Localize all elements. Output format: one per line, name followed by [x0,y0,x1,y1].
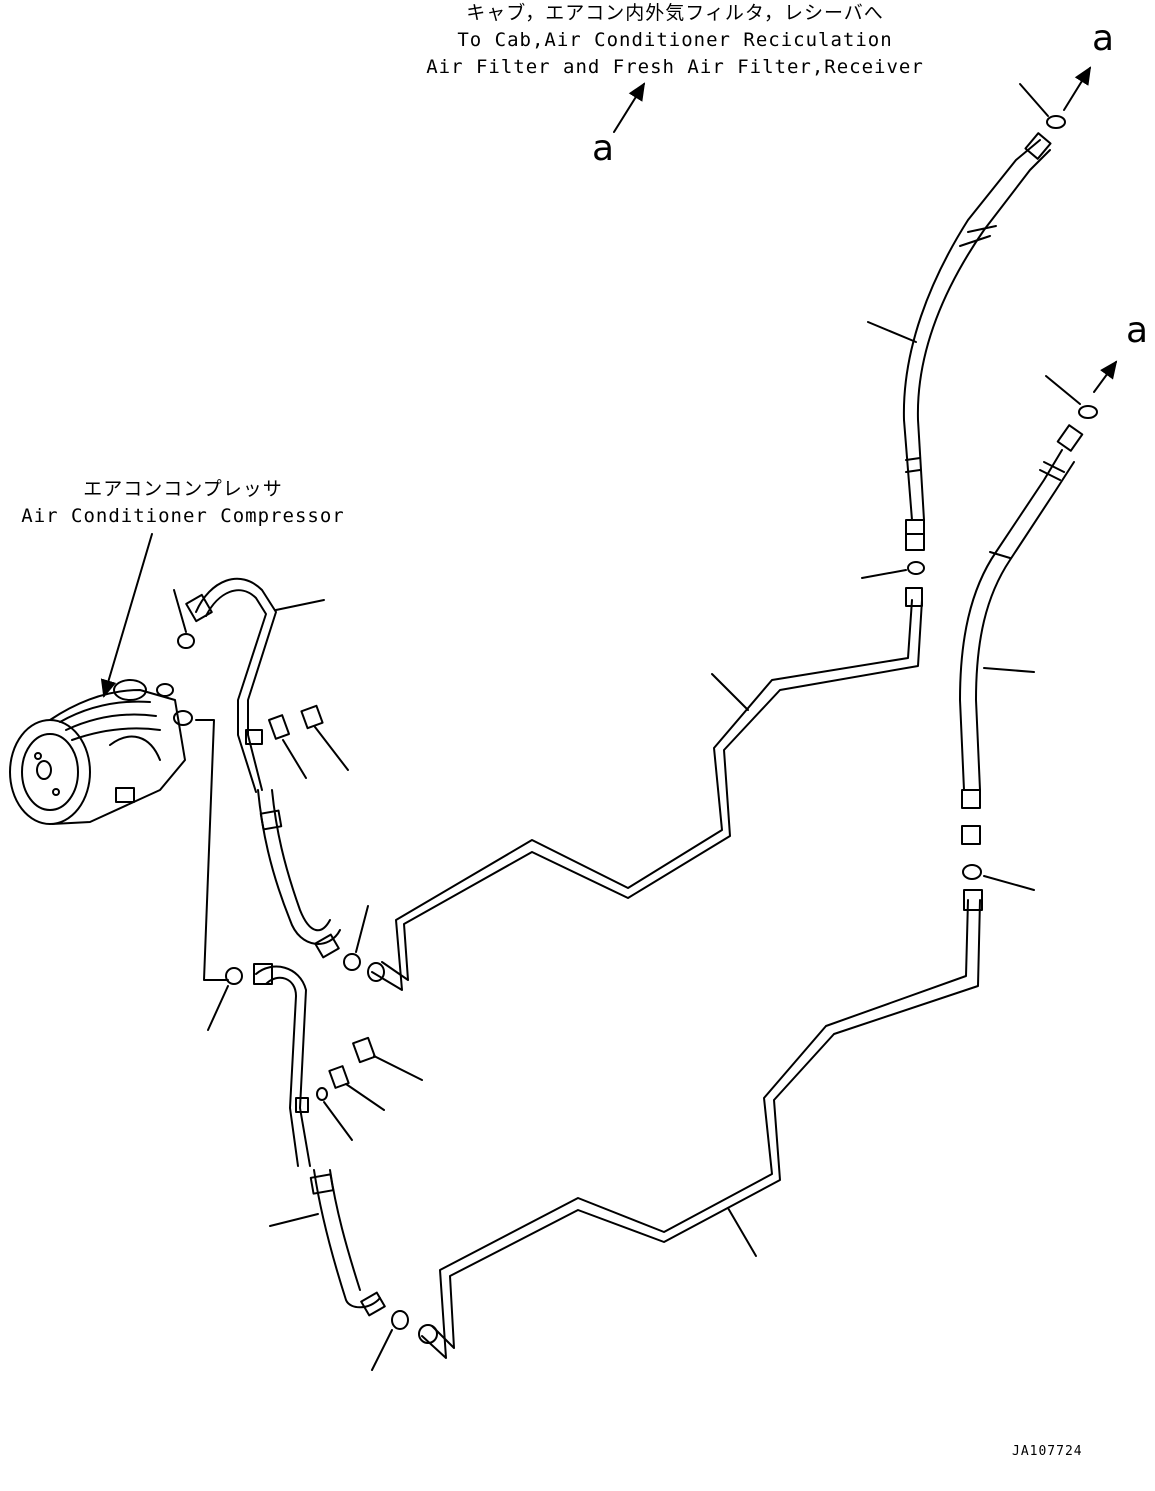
callout-a-right: a [1126,310,1149,351]
o-ring-3 [1046,115,1066,129]
discharge-pipe-lower [418,889,983,1359]
discharge-pipe-upper [367,599,923,991]
leader-upper-pipe [711,673,749,711]
o-ring-6 [962,864,982,880]
fitting-lower [316,1036,423,1141]
o-ring-5 [1078,405,1098,419]
drawing-number: JA107724 [1012,1444,1083,1459]
o-ring-2 [343,953,361,971]
leader-upper-right-hose [867,321,917,343]
suction-hose-lower [253,963,386,1317]
arrow-a-right [1093,360,1118,393]
leader-right-hose [983,667,1035,673]
leader-upper-hose [275,599,325,611]
leader-lower-pipe [727,1207,757,1257]
callout-a-top-right: a [1092,18,1115,59]
destination-label-jp: キャブ，エアコン内外気フィルタ，レシーバへ [466,2,884,24]
o-ring-1 [177,633,195,649]
hose-upper-right [902,132,1052,551]
arrow-a-center [613,82,646,133]
suction-hose-upper [185,578,341,959]
compressor-leader-arrow [100,533,153,698]
destination-label: キャブ，エアコン内外気フィルタ，レシーバへ To Cab,Air Conditi… [420,0,930,81]
hose-right [959,424,1084,845]
destination-label-en-line2: Air Filter and Fresh Air Filter,Receiver [426,56,924,78]
fitting-upper [268,704,349,779]
o-ring-4 [907,561,925,575]
destination-label-en-line1: To Cab,Air Conditioner Reciculation [457,29,893,51]
o-ring-8 [225,967,243,985]
compressor-label-en: Air Conditioner Compressor [21,505,345,527]
o-ring-7 [391,1310,409,1330]
callout-a-center: a [592,128,615,169]
leader-compressor-orings [195,719,229,981]
leader-lower-hose [269,1213,319,1227]
compressor-icon [9,679,193,825]
fitting-receiver-upper [905,587,923,607]
compressor-label: エアコンコンプレッサ Air Conditioner Compressor [8,476,358,530]
compressor-label-jp: エアコンコンプレッサ [83,478,283,500]
arrow-a-top-right [1063,66,1092,111]
